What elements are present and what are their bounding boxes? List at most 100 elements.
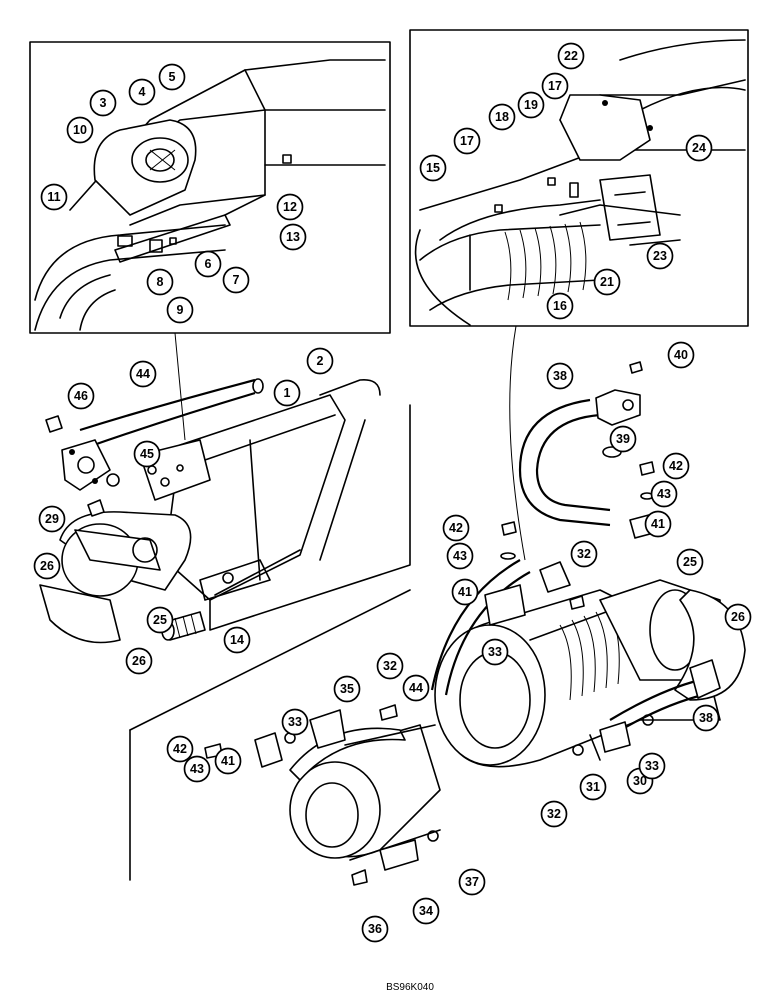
callout-circle (183, 755, 211, 783)
callout-number: 35 (340, 682, 354, 696)
callout-number: 22 (564, 49, 578, 63)
callout-44: 44 (129, 360, 157, 388)
callout-circle (306, 347, 334, 375)
callout-42: 42 (442, 514, 470, 542)
callout-circle (638, 752, 666, 780)
callout-number: 29 (45, 512, 59, 526)
callout-circle (676, 548, 704, 576)
callout-4: 4 (128, 78, 156, 106)
callout-number: 42 (173, 742, 187, 756)
callout-19: 19 (517, 91, 545, 119)
callout-circle (644, 510, 672, 538)
callout-26: 26 (125, 647, 153, 675)
callout-number: 2 (317, 354, 324, 368)
callout-number: 30 (633, 774, 647, 788)
callout-number: 4 (139, 85, 146, 99)
callout-circle (593, 268, 621, 296)
callout-circle (579, 773, 607, 801)
callout-number: 16 (553, 299, 567, 313)
callout-number: 36 (368, 922, 382, 936)
callout-circle (662, 452, 690, 480)
callout-number: 26 (132, 654, 146, 668)
callout-17: 17 (541, 72, 569, 100)
callout-number: 7 (233, 273, 240, 287)
callout-number: 18 (495, 110, 509, 124)
callout-41: 41 (451, 578, 479, 606)
callout-21: 21 (593, 268, 621, 296)
callout-42: 42 (662, 452, 690, 480)
callout-circle (458, 868, 486, 896)
callout-number: 6 (205, 257, 212, 271)
callout-circle (125, 647, 153, 675)
callout-number: 45 (140, 447, 154, 461)
callout-9: 9 (166, 296, 194, 324)
callout-circle (446, 542, 474, 570)
callout-number: 38 (699, 711, 713, 725)
callout-circle (40, 183, 68, 211)
callout-number: 43 (657, 487, 671, 501)
callout-35: 35 (333, 675, 361, 703)
callout-circle (89, 89, 117, 117)
callout-circle (412, 897, 440, 925)
callout-26: 26 (33, 552, 61, 580)
callout-circle (667, 341, 695, 369)
callout-33: 33 (281, 708, 309, 736)
callout-circle (281, 708, 309, 736)
callout-number: 15 (426, 161, 440, 175)
callout-38: 38 (692, 704, 720, 732)
callout-number: 33 (645, 759, 659, 773)
callout-circle (692, 704, 720, 732)
callout-number: 23 (653, 249, 667, 263)
callout-group: 1234567891011121314151617171819212223242… (33, 42, 752, 943)
callout-circle (570, 540, 598, 568)
callout-42: 42 (166, 735, 194, 763)
callout-31: 31 (579, 773, 607, 801)
callout-36: 36 (361, 915, 389, 943)
callout-43: 43 (446, 542, 474, 570)
callout-circle (158, 63, 186, 91)
callout-circle (166, 296, 194, 324)
callout-13: 13 (279, 223, 307, 251)
callout-number: 42 (449, 521, 463, 535)
callout-3: 3 (89, 89, 117, 117)
callout-circle (481, 638, 509, 666)
callout-41: 41 (214, 747, 242, 775)
callout-number: 43 (190, 762, 204, 776)
callout-circle (146, 268, 174, 296)
callout-15: 15 (419, 154, 447, 182)
callout-number: 3 (100, 96, 107, 110)
callout-circle (488, 103, 516, 131)
callout-number: 17 (548, 79, 562, 93)
callout-circle (646, 242, 674, 270)
callout-number: 25 (683, 555, 697, 569)
callout-number: 1 (284, 386, 291, 400)
callout-number: 9 (177, 303, 184, 317)
callout-number: 42 (669, 459, 683, 473)
callout-circle (419, 154, 447, 182)
callout-26: 26 (724, 603, 752, 631)
callout-17: 17 (453, 127, 481, 155)
callout-40: 40 (667, 341, 695, 369)
callout-38: 38 (546, 362, 574, 390)
callout-circle (133, 440, 161, 468)
leader-line-inset-right (509, 325, 526, 561)
callout-number: 5 (169, 70, 176, 84)
callout-number: 33 (288, 715, 302, 729)
callout-2: 2 (306, 347, 334, 375)
callout-circle (166, 735, 194, 763)
detail-inset-left (29, 41, 391, 334)
callout-41: 41 (644, 510, 672, 538)
callout-37: 37 (458, 868, 486, 896)
callout-23: 23 (646, 242, 674, 270)
callout-8: 8 (146, 268, 174, 296)
callout-number: 11 (47, 190, 60, 204)
callout-number: 34 (419, 904, 433, 918)
callout-circle (451, 578, 479, 606)
callout-number: 44 (409, 681, 423, 695)
callout-number: 43 (453, 549, 467, 563)
callout-circle (546, 292, 574, 320)
callout-circle (333, 675, 361, 703)
callout-12: 12 (276, 193, 304, 221)
callout-circle (453, 127, 481, 155)
callout-number: 10 (73, 123, 87, 137)
